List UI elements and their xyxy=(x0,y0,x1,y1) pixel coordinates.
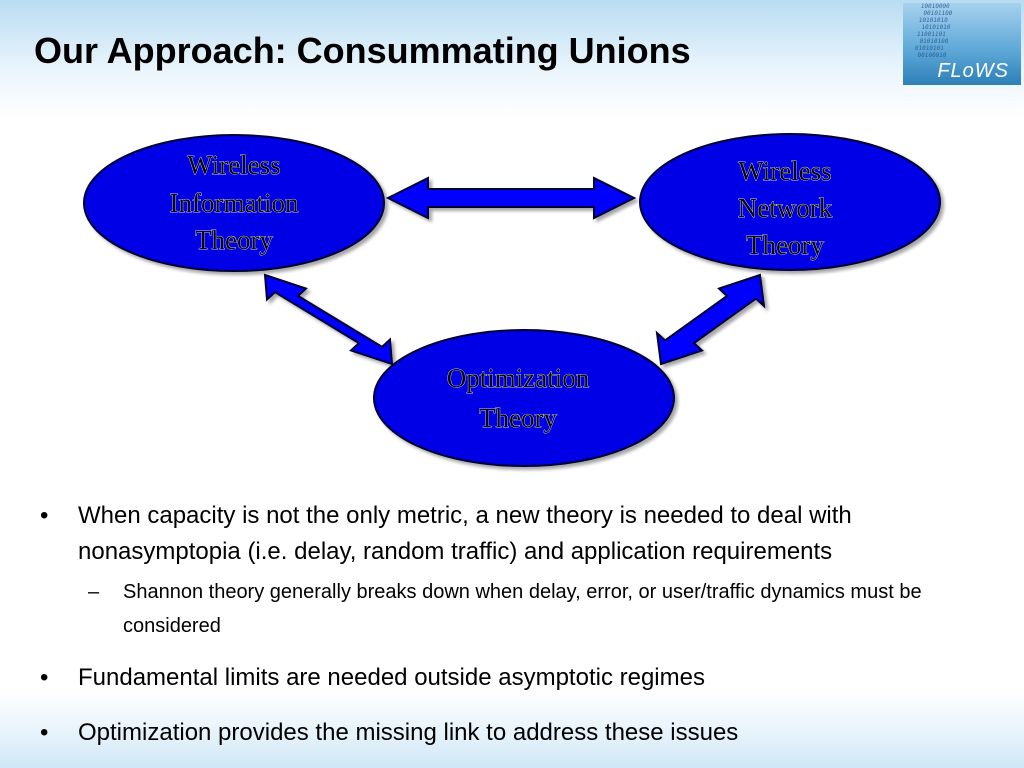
node-label-line: Wireless xyxy=(738,156,831,186)
node-wireless-information-theory: Wireless Information Theory xyxy=(83,134,385,272)
sub-bullet-mark: – xyxy=(88,581,100,603)
bullet-item: • Optimization provides the missing link… xyxy=(40,715,1000,751)
node-optimization-theory: Optimization Theory xyxy=(373,329,675,467)
bullet-mark: • xyxy=(40,502,49,529)
node-label-line: Network xyxy=(738,193,833,223)
node-wireless-network-theory: Wireless Network Theory xyxy=(639,133,941,271)
bullet-text: Fundamental limits are needed outside as… xyxy=(78,664,705,691)
node-label-line: Theory xyxy=(746,230,824,260)
bullet-text: When capacity is not the only metric, a … xyxy=(78,502,852,565)
bullet-text: Optimization provides the missing link t… xyxy=(78,719,739,746)
arrow-wit-opt xyxy=(263,273,394,366)
node-label-line: Theory xyxy=(479,403,557,433)
node-label-line: Wireless xyxy=(187,150,280,180)
node-label-line: Information xyxy=(170,188,299,218)
arrow-wit-wnt xyxy=(385,176,637,220)
logo-text: FLoWS xyxy=(937,60,1009,82)
sub-bullet-text: Shannon theory generally breaks down whe… xyxy=(123,581,922,637)
arrow-wnt-opt xyxy=(655,273,766,366)
sub-bullet-item: – Shannon theory generally breaks down w… xyxy=(88,575,968,643)
slide-title: Our Approach: Consummating Unions xyxy=(34,30,691,71)
union-diagram: Wireless Information Theory Wireless Net… xyxy=(83,133,941,467)
node-label-line: Theory xyxy=(195,225,273,255)
bullet-item: • When capacity is not the only metric, … xyxy=(40,498,1000,570)
node-label-line: Optimization xyxy=(447,363,590,393)
flows-logo: 10010000 00101100 10101010 10101010 1100… xyxy=(903,3,1021,85)
bullet-item: • Fundamental limits are needed outside … xyxy=(40,660,1000,696)
bullet-mark: • xyxy=(40,664,49,691)
bullet-mark: • xyxy=(40,719,49,746)
